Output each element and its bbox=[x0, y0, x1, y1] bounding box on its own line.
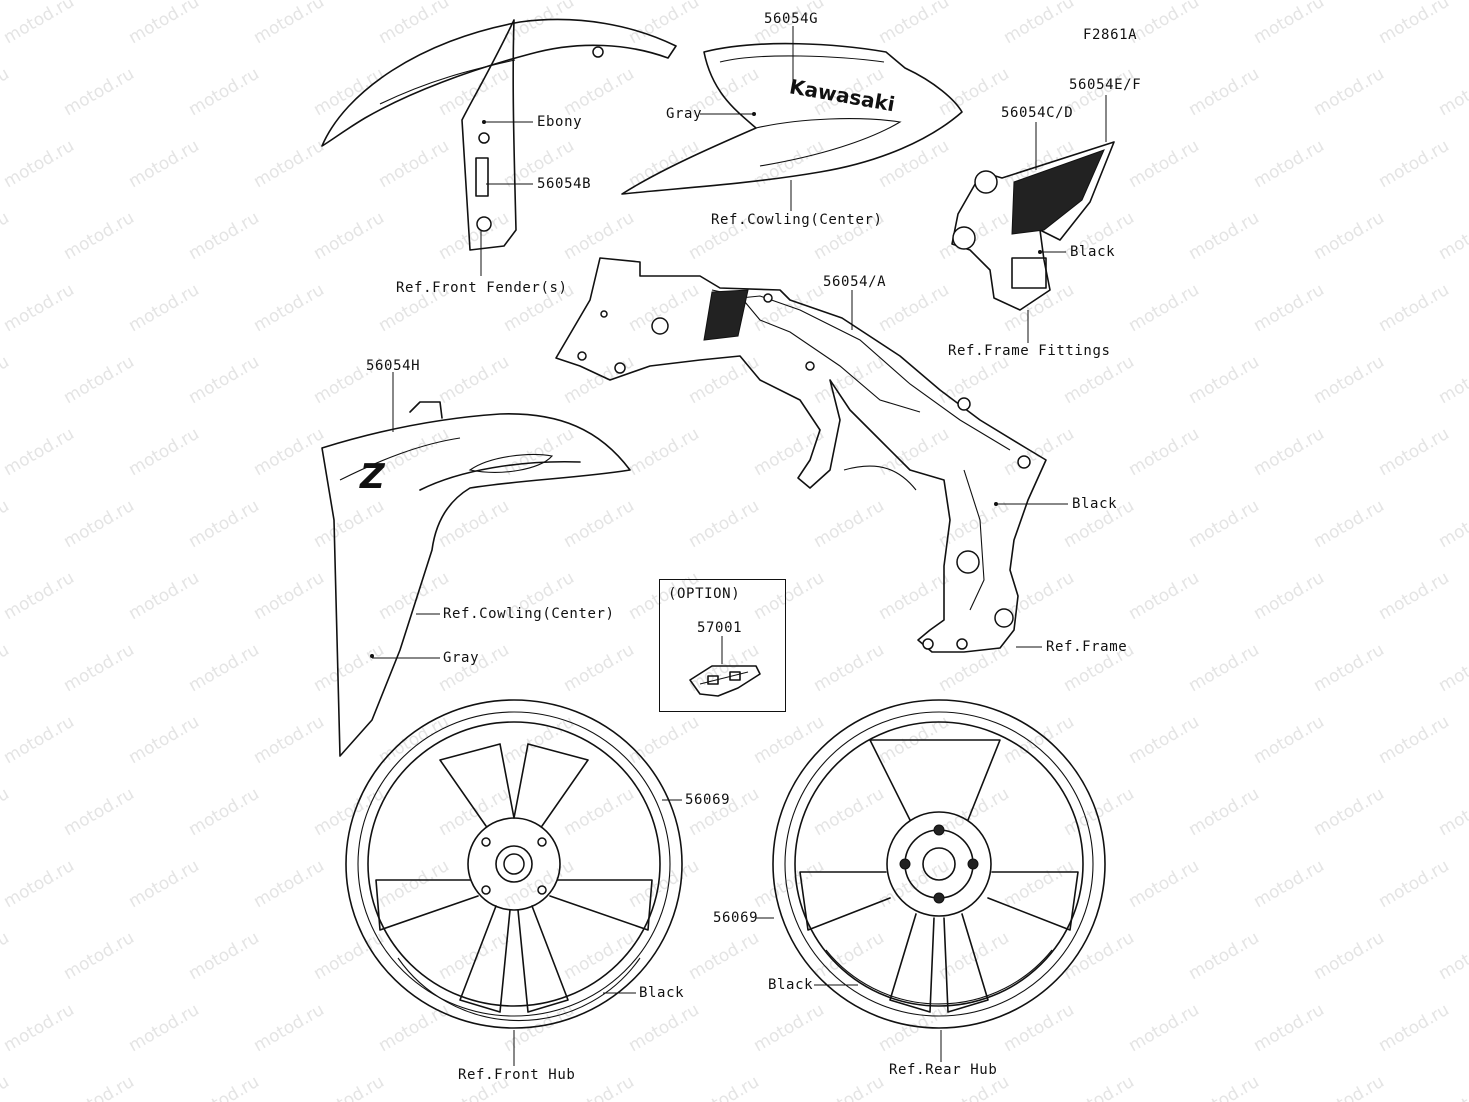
front-wheel bbox=[345, 699, 683, 1029]
label-ref-cowling-center-top: Ref.Cowling(Center) bbox=[711, 212, 883, 228]
label-ref-front-fender: Ref.Front Fender(s) bbox=[396, 280, 568, 296]
label-ref-cowling-center-left: Ref.Cowling(Center) bbox=[443, 606, 615, 622]
rear-wheel bbox=[772, 699, 1106, 1029]
main-frame bbox=[555, 257, 1047, 653]
label-frame-decal-cd: 56054C/D bbox=[1001, 105, 1074, 121]
front-fender-decal bbox=[475, 157, 489, 197]
cowl-logo-text: Kawasaki bbox=[788, 74, 897, 116]
label-frame-decal: 56054/A bbox=[823, 274, 887, 290]
label-rear-wheel-decal: 56069 bbox=[713, 910, 759, 926]
label-option-title: (OPTION) bbox=[668, 586, 741, 602]
label-option-part: 57001 bbox=[697, 620, 743, 636]
label-ref-rear-hub: Ref.Rear Hub bbox=[889, 1062, 998, 1078]
label-rear-wheel-black: Black bbox=[768, 977, 814, 993]
option-box bbox=[659, 579, 786, 712]
label-side-cowl-gray: Gray bbox=[666, 106, 703, 122]
label-ref-front-hub: Ref.Front Hub bbox=[458, 1067, 576, 1083]
label-frame-decal-ef: 56054E/F bbox=[1069, 77, 1142, 93]
leader-lines bbox=[370, 26, 1107, 1066]
label-front-cowl-decal: 56054H bbox=[366, 358, 421, 374]
label-front-wheel-black: Black bbox=[639, 985, 685, 1001]
label-ref-frame: Ref.Frame bbox=[1046, 639, 1128, 655]
label-fitting-black: Black bbox=[1070, 244, 1116, 260]
frame-fitting bbox=[951, 141, 1115, 311]
front-cowl: Z bbox=[321, 401, 631, 757]
label-front-fender-decal: 56054B bbox=[537, 176, 592, 192]
label-ref-frame-fittings: Ref.Frame Fittings bbox=[948, 343, 1111, 359]
figure-code: F2861A bbox=[1083, 27, 1138, 43]
label-frame-black: Black bbox=[1072, 496, 1118, 512]
front-cowl-logo: Z bbox=[359, 457, 386, 497]
option-part-clip bbox=[689, 665, 761, 697]
front-fender bbox=[321, 18, 677, 251]
label-front-wheel-decal: 56069 bbox=[685, 792, 731, 808]
label-front-fender-ebony: Ebony bbox=[537, 114, 583, 130]
label-front-cowl-gray: Gray bbox=[443, 650, 480, 666]
label-side-cowl-decal: 56054G bbox=[764, 11, 819, 27]
